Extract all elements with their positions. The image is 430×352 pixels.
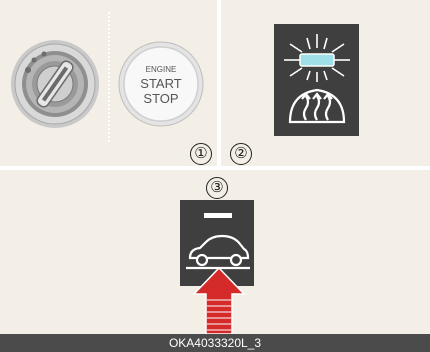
callout-1: ① — [190, 143, 212, 165]
start-button-line3: STOP — [143, 91, 178, 106]
drive-mode-switch — [180, 200, 254, 286]
ignition-graphics: ENGINE START STOP — [0, 0, 217, 166]
defroster-switch — [274, 24, 359, 136]
vehicle-drive-mode-icon — [186, 236, 250, 268]
start-button-line1: ENGINE — [146, 65, 177, 74]
ignition-panel: ENGINE START STOP — [0, 0, 217, 166]
callout-2: ② — [230, 143, 252, 165]
start-button-line2: START — [140, 76, 181, 91]
figure-caption: OKA4033320L_3 — [0, 334, 430, 352]
ignition-key-cylinder-icon — [11, 40, 99, 128]
illuminated-indicator-light-icon — [284, 34, 350, 82]
drive-mode-graphics — [180, 200, 254, 286]
defroster-graphics — [274, 24, 359, 136]
engine-start-stop-button-icon: ENGINE START STOP — [119, 42, 203, 126]
callout-3: ③ — [206, 177, 228, 199]
rear-window-defroster-icon — [290, 90, 344, 122]
indicator-bar — [204, 213, 232, 218]
